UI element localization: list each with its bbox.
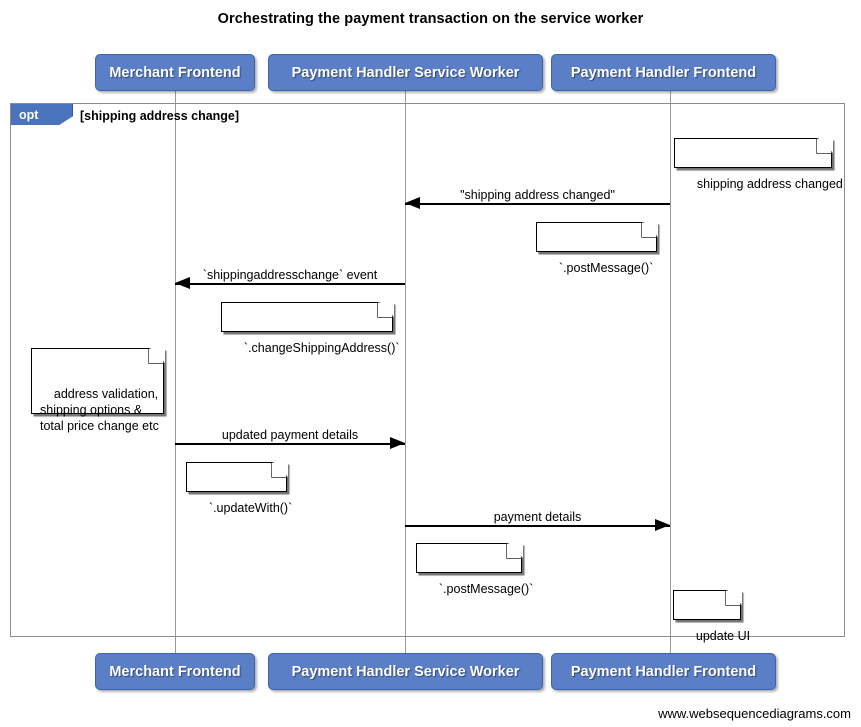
message-text: `shippingaddresschange` event (202, 268, 378, 282)
note-text: update UI (695, 629, 751, 643)
fragment-kind-label: opt (11, 104, 73, 125)
message-line-1 (405, 203, 670, 205)
participant-bottom-merchant-frontend[interactable]: Merchant Frontend (95, 653, 255, 690)
message-label-payment-details: payment details (405, 510, 670, 524)
note-text: `.postMessage()` (558, 261, 654, 275)
message-line-4 (405, 525, 670, 527)
note-change-shipping-address: `.changeShippingAddress()` (221, 301, 400, 355)
participant-top-merchant-frontend[interactable]: Merchant Frontend (95, 54, 255, 91)
note-fold-icon (726, 589, 742, 605)
participant-bottom-payment-handler-frontend[interactable]: Payment Handler Frontend (551, 653, 776, 690)
note-update-ui: update UI (673, 589, 750, 643)
note-fold-icon (378, 301, 394, 317)
participant-label: Payment Handler Service Worker (291, 64, 520, 81)
participant-label: Payment Handler Frontend (570, 64, 757, 81)
participant-top-payment-handler-service-worker[interactable]: Payment Handler Service Worker (268, 54, 543, 91)
message-text: updated payment details (221, 428, 359, 442)
note-text: `.changeShippingAddress()` (243, 341, 400, 355)
participant-label: Merchant Frontend (109, 64, 241, 81)
lifeline-payment-handler-service-worker (405, 90, 406, 653)
message-arrowhead-3 (390, 437, 405, 449)
note-post-message-2: `.postMessage()` (416, 542, 533, 596)
note-text: `.updateWith()` (208, 501, 293, 515)
note-fold-icon (642, 221, 658, 237)
lifeline-payment-handler-frontend (670, 90, 671, 653)
message-text: payment details (493, 510, 582, 524)
note-fold-icon (149, 347, 165, 363)
fragment-guard-label: [shipping address change] (80, 109, 240, 123)
note-fold-icon (817, 137, 833, 153)
note-update-with: `.updateWith()` (186, 461, 292, 515)
note-text: shipping address changed (696, 177, 843, 191)
message-arrowhead-4 (655, 519, 670, 531)
participant-top-payment-handler-frontend[interactable]: Payment Handler Frontend (551, 54, 776, 91)
note-post-message-1: `.postMessage()` (536, 221, 658, 275)
message-line-2 (175, 283, 405, 285)
message-label-shipping-address-changed: "shipping address changed" (405, 188, 670, 202)
message-arrowhead-1 (405, 197, 420, 209)
note-fold-icon (507, 542, 523, 558)
message-label-updated-payment-details: updated payment details (175, 428, 405, 442)
message-text: "shipping address changed" (460, 188, 615, 202)
note-text: address validation, shipping options & t… (40, 387, 159, 433)
note-address-validation: address validation, shipping options & t… (31, 347, 165, 433)
message-arrowhead-2 (175, 277, 190, 289)
note-fold-icon (272, 461, 288, 477)
message-label-shippingaddresschange-event: `shippingaddresschange` event (175, 268, 405, 282)
participant-bottom-payment-handler-service-worker[interactable]: Payment Handler Service Worker (268, 653, 543, 690)
footer-watermark: www.websequencediagrams.com (658, 706, 851, 721)
participant-label: Payment Handler Frontend (570, 663, 757, 680)
fragment-opt: opt (10, 103, 845, 637)
page-title: Orchestrating the payment transaction on… (217, 11, 644, 27)
note-shipping-address-changed: shipping address changed (674, 137, 843, 191)
participant-label: Payment Handler Service Worker (291, 663, 520, 680)
note-text: `.postMessage()` (438, 582, 534, 596)
participant-label: Merchant Frontend (109, 663, 241, 680)
lifeline-merchant-frontend (175, 90, 176, 653)
message-line-3 (175, 443, 405, 445)
